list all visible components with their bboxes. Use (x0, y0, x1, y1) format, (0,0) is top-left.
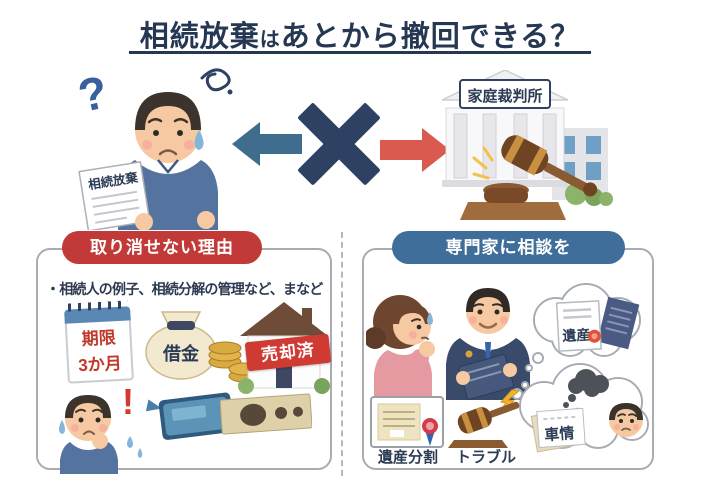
money-bag-label: 借金 (162, 343, 200, 364)
lawyer-badge (465, 350, 473, 358)
bush (599, 192, 613, 206)
x-mark-icon (297, 102, 381, 186)
arrow-right-icon (380, 128, 450, 172)
estate-booklet (597, 296, 640, 350)
trouble-papers: 車情 (530, 407, 586, 453)
man-hand (135, 213, 153, 230)
page-title: 相続放棄はあとから撤回できる？ (0, 13, 720, 55)
court-sign-label: 家庭裁判所 (467, 87, 542, 105)
deadline-calendar-icon: 期限 3か月 (64, 300, 134, 384)
fist-on-chin (92, 433, 108, 449)
hair-bun (366, 327, 386, 349)
thought-bubble-trouble: 車情 (511, 363, 649, 453)
gavel-caption: トラブル (455, 449, 516, 466)
title-part3: あとから撤回できる？ (280, 21, 581, 53)
worried-man-illustration: ? 相続放棄 (74, 65, 233, 230)
certificate-caption: 遺産分割 (377, 449, 438, 466)
worried-boy-face (609, 403, 643, 437)
panel-divider (341, 232, 343, 476)
trouble-label: 車情 (544, 424, 575, 444)
necktie (485, 342, 491, 360)
calendar-line2: 3か月 (77, 353, 123, 376)
confusion-squiggle-icon (200, 68, 233, 95)
title-part1: 相続放棄 (139, 21, 260, 53)
estate-label: 遺産 (562, 326, 591, 343)
banknote-icon (220, 393, 312, 435)
title-part2: は (259, 29, 281, 51)
consulting-woman-illustration (366, 295, 435, 398)
man-hair (135, 92, 201, 130)
sweat-drop-icon (194, 130, 204, 150)
thinking-man-illustration: ! (59, 384, 143, 474)
sweat-drop-icon (59, 420, 65, 434)
arrow-left-icon (232, 122, 302, 166)
exclamation-icon: ! (122, 384, 134, 422)
consult-panel-header: 専門家に相談を (392, 231, 625, 264)
bankbook-icon (158, 392, 234, 440)
impact-lines-icon (472, 146, 494, 180)
reasons-panel-header: 取り消せない理由 (62, 231, 262, 264)
thought-bubble-estate: 遺産 (525, 283, 641, 372)
calendar-line1: 期限 (81, 328, 117, 349)
renunciation-document: 相続放棄 (78, 161, 151, 230)
court-sign (459, 79, 551, 109)
storm-cloud-icon (563, 369, 609, 408)
raised-hand (419, 341, 435, 357)
title-underline (129, 51, 591, 54)
sweat-drop-icon (427, 312, 433, 325)
man-hand (197, 211, 215, 229)
family-court-illustration: 家庭裁判所 (441, 70, 613, 220)
money-bag-icon: 借金 (145, 311, 217, 380)
small-arrow-icon (146, 399, 162, 412)
estate-document: 遺産 (555, 300, 602, 352)
trouble-gavel-icon (448, 389, 521, 448)
reasons-bullet-text: ・相続人の例子、相続分解の管理など、まなど (46, 281, 323, 297)
question-mark-icon: ? (74, 65, 112, 122)
gavel-icon (501, 134, 598, 197)
certificate-icon (370, 396, 444, 448)
gavel-base (460, 202, 566, 220)
lawyer-illustration (446, 288, 530, 400)
